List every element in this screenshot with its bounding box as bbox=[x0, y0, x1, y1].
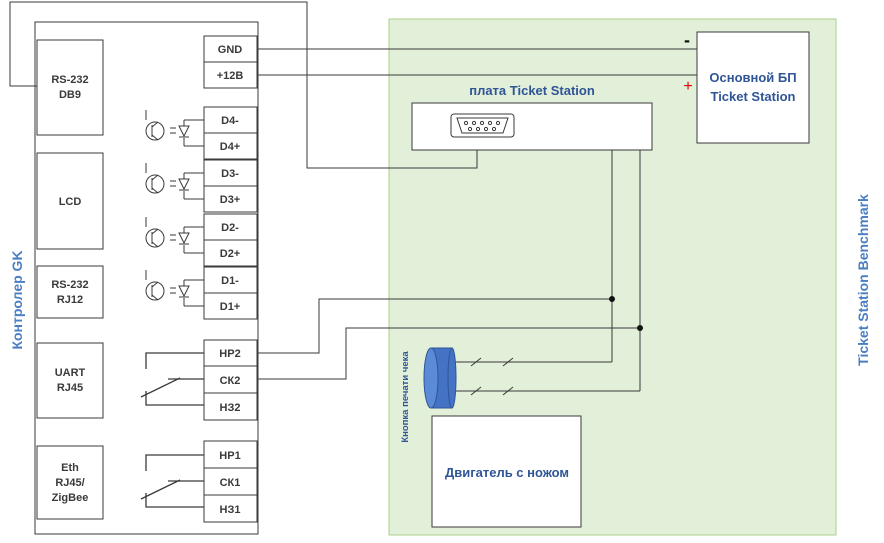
button-wires bbox=[452, 357, 640, 396]
terminal-gnd: GND bbox=[218, 44, 243, 56]
module-lcd-label: LCD bbox=[59, 196, 82, 208]
print-button-icon bbox=[423, 347, 457, 409]
module-rs232-rj12-line1: RS-232 bbox=[51, 279, 88, 291]
terminal-d3-minus: D3- bbox=[221, 168, 239, 180]
module-eth-line2: RJ45/ bbox=[55, 477, 84, 489]
terminal-d2-minus: D2- bbox=[221, 222, 239, 234]
terminal-nr1: НР1 bbox=[219, 450, 240, 462]
module-eth: Eth RJ45/ ZigBee bbox=[36, 445, 104, 520]
module-rs232-rj12: RS-232 RJ12 bbox=[36, 265, 104, 319]
psu-plus-sign: + bbox=[683, 78, 692, 95]
relay1-contact-icon bbox=[140, 454, 204, 508]
board-label: плата Ticket Station bbox=[469, 83, 595, 98]
module-eth-line3: ZigBee bbox=[52, 492, 89, 504]
sk2-wire bbox=[257, 327, 640, 380]
junction-dot bbox=[637, 325, 643, 331]
module-rs232-rj12-line2: RJ12 bbox=[57, 294, 83, 306]
db9-connector-icon bbox=[450, 113, 515, 138]
terminal-d1-plus: D1+ bbox=[220, 301, 241, 313]
module-eth-line1: Eth bbox=[61, 462, 79, 474]
terminal-d2-plus: D2+ bbox=[220, 248, 241, 260]
module-uart: UART RJ45 bbox=[36, 342, 104, 419]
relay2-terminal-block: НР2 СК2 НЗ2 bbox=[203, 339, 258, 421]
terminal-d4-minus: D4- bbox=[221, 115, 239, 127]
relay2-contact-icon bbox=[140, 352, 204, 406]
terminal-sk2: СК2 bbox=[220, 375, 241, 387]
terminal-nz1: НЗ1 bbox=[220, 504, 241, 516]
nr2-wire bbox=[257, 298, 612, 354]
controller-title: Контролер GK bbox=[9, 250, 25, 349]
module-rs232-db9-line2: DB9 bbox=[59, 89, 81, 101]
module-rs232-db9: RS-232 DB9 bbox=[36, 39, 104, 136]
terminal-nr2: НР2 bbox=[219, 348, 240, 360]
print-button-label: Кнопка печати чека bbox=[400, 351, 411, 443]
terminal-nz2: НЗ2 bbox=[220, 402, 241, 414]
module-rs232-db9-line1: RS-232 bbox=[51, 74, 88, 86]
module-uart-line2: RJ45 bbox=[57, 382, 83, 394]
benchmark-title: Ticket Station Benchmark bbox=[855, 194, 871, 366]
terminal-sk1: СК1 bbox=[220, 477, 241, 489]
motor-with-knife: Двигатель с ножом bbox=[431, 415, 582, 528]
psu-minus-sign: - bbox=[684, 30, 690, 50]
power-terminal-block: GND +12В bbox=[203, 35, 258, 89]
terminal-d1-minus: D1- bbox=[221, 275, 239, 287]
module-uart-line1: UART bbox=[55, 367, 86, 379]
junction-dot bbox=[609, 296, 615, 302]
terminal-d3-plus: D3+ bbox=[220, 194, 241, 206]
terminal-12v: +12В bbox=[217, 70, 244, 82]
psu-label-line1: Основной БП bbox=[709, 70, 796, 85]
main-psu: Основной БП Ticket Station bbox=[696, 31, 810, 144]
rs232-wire bbox=[9, 1, 478, 169]
terminal-d4-plus: D4+ bbox=[220, 141, 241, 153]
optocoupler-icon bbox=[145, 110, 204, 307]
module-lcd: LCD bbox=[36, 152, 104, 250]
motor-label: Двигатель с ножом bbox=[445, 465, 569, 480]
relay1-terminal-block: НР1 СК1 НЗ1 bbox=[203, 440, 258, 523]
psu-label-line2: Ticket Station bbox=[710, 89, 795, 104]
